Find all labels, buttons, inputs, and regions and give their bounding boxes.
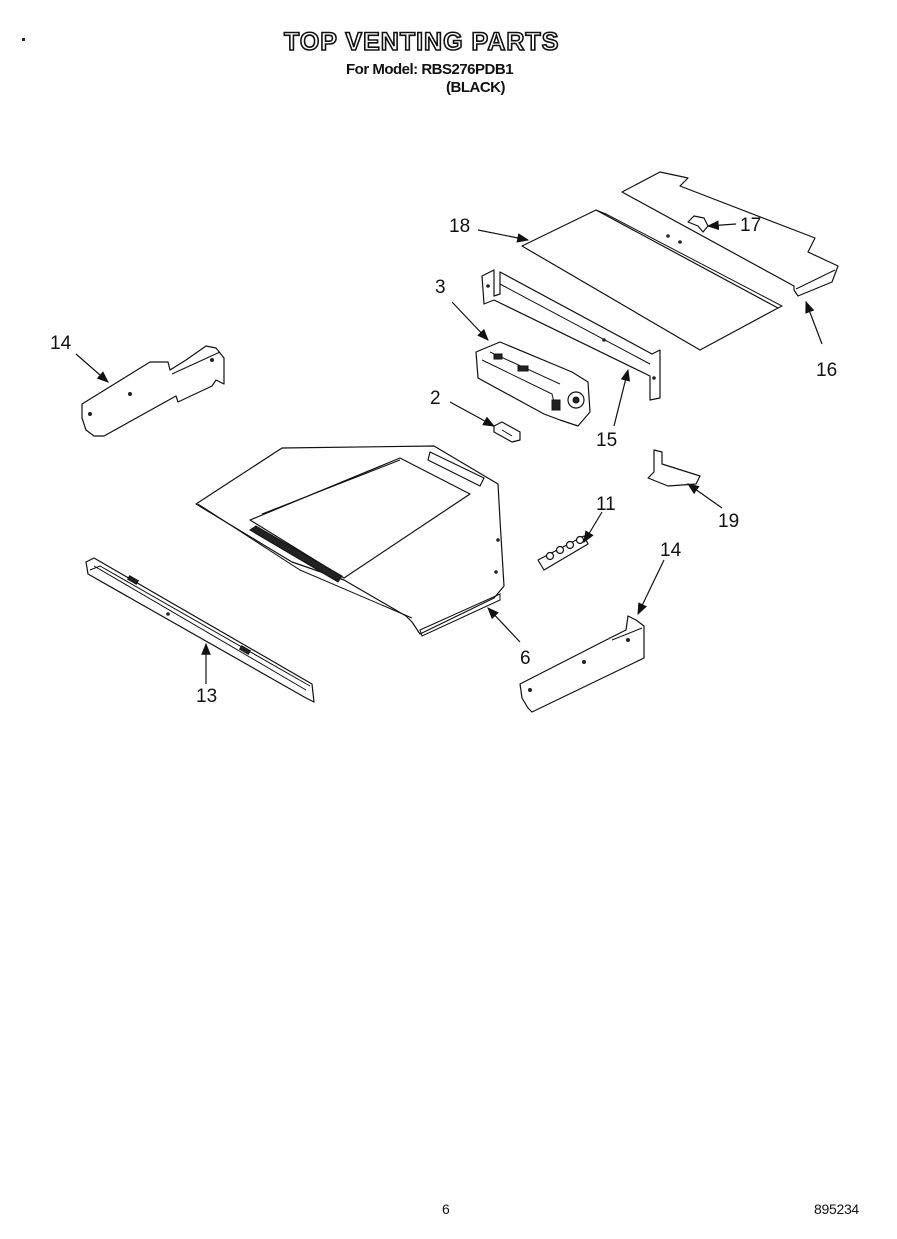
callout-13: 13 (196, 686, 217, 707)
part-14-right-side-bracket (519, 615, 645, 713)
part-19-mounting-plate (647, 449, 701, 487)
callout-19: 19 (718, 511, 739, 532)
callout-11: 11 (596, 494, 616, 515)
page-number: 6 (442, 1201, 450, 1217)
page-title: TOP VENTING PARTS (283, 27, 560, 57)
part-3-fan-housing (475, 341, 591, 427)
callout-15: 15 (596, 430, 617, 451)
color-line: (BLACK) (446, 79, 505, 96)
callout-16: 16 (816, 360, 837, 381)
leader-lines (75, 220, 823, 684)
callout-14-right: 14 (660, 540, 682, 561)
model-line: For Model: RBS276PDB1 (346, 61, 514, 78)
document-number: 895234 (814, 1201, 859, 1217)
part-11-terminal-block (537, 535, 589, 571)
part-6-vent-duct (195, 445, 505, 637)
part-14-left-side-bracket (81, 345, 225, 437)
part-18-vent-panel (521, 209, 784, 351)
part-15-rail-bracket (481, 269, 661, 401)
callout-6: 6 (520, 648, 531, 669)
callout-labels: 18 17 16 3 14 2 15 19 11 6 14 13 (50, 215, 837, 707)
callout-17: 17 (740, 215, 761, 236)
scan-speck (22, 38, 25, 41)
callout-14-left: 14 (50, 333, 72, 354)
part-16-top-cover (621, 171, 839, 297)
callout-18: 18 (449, 216, 470, 237)
callout-3: 3 (435, 277, 446, 298)
part-13-front-rail (85, 557, 315, 703)
part-2-connector (493, 421, 521, 443)
callout-2: 2 (430, 388, 441, 409)
